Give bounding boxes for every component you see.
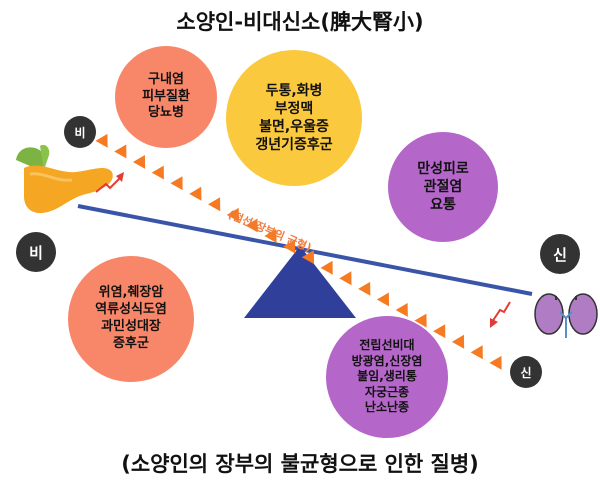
spleen-badge-small: 비	[64, 116, 96, 148]
dashed-triangle	[433, 324, 446, 339]
dashed-triangle	[132, 155, 146, 169]
disease-circle-spleen-lower-left: 위염,췌장암 역류성식도염 과민성대장 증후군	[68, 256, 194, 382]
disease-circle-heart-center: 두통,화병 부정맥 불면,우울증 갱년기증후군	[226, 50, 362, 186]
dashed-triangle	[189, 186, 202, 201]
dashed-triangle	[95, 133, 108, 148]
kidney-badge-large: 신	[540, 234, 580, 274]
disease-circle-spleen-upper-left: 구내염 피부질환 당뇨병	[115, 46, 217, 148]
dashed-triangle	[245, 218, 258, 233]
dashed-triangle	[151, 165, 164, 180]
balance-beam	[77, 204, 533, 296]
dashed-triangle	[414, 313, 427, 328]
kidney-badge-small: 신	[510, 356, 542, 388]
dashed-triangle	[339, 271, 352, 286]
disease-list: 위염,췌장암 역류성식도염 과민성대장 증후군	[95, 285, 167, 351]
disease-list: 만성피로 관절염 요통	[417, 160, 469, 214]
dashed-triangle	[395, 303, 408, 317]
diagram-subtitle: (소양인의 장부의 불균형으로 인한 질병)	[121, 452, 479, 476]
balance-dashed-line	[95, 133, 502, 370]
disease-list: 전립선비대 방광염,신장염 불임,생리통 자궁근종 난소난종	[351, 338, 423, 415]
dashed-triangle	[470, 345, 483, 360]
kidneys-icon	[534, 293, 598, 338]
dashed-triangle	[301, 250, 315, 265]
dashed-triangle	[114, 144, 127, 159]
disease-circle-kidney-upper-right: 만성피로 관절염 요통	[388, 132, 498, 242]
pancreas-icon	[16, 144, 113, 214]
dashed-triangle	[170, 176, 183, 191]
disease-list: 구내염 피부질환 당뇨병	[142, 71, 190, 121]
disease-list: 두통,화병 부정맥 불면,우울증 갱년기증후군	[255, 82, 333, 154]
dashed-triangle	[283, 239, 296, 254]
dashed-triangle	[376, 292, 390, 307]
dashed-triangle	[320, 260, 333, 275]
trend-down-arrow-icon	[490, 301, 511, 328]
trend-up-arrow-icon	[95, 172, 124, 193]
dashed-triangle	[451, 334, 465, 349]
dashed-triangle	[358, 281, 371, 296]
disease-circle-kidney-lower-right: 전립선비대 방광염,신장염 불임,생리통 자궁근종 난소난종	[326, 316, 448, 438]
diagram-title: 소양인-비대신소(脾大腎小)	[176, 10, 424, 34]
spleen-badge-large: 비	[16, 232, 56, 272]
dashed-triangle	[264, 229, 277, 243]
dashed-triangle	[208, 197, 221, 212]
dashed-triangle	[226, 207, 239, 222]
fulcrum-triangle	[244, 246, 356, 318]
dashed-triangle	[489, 355, 502, 370]
